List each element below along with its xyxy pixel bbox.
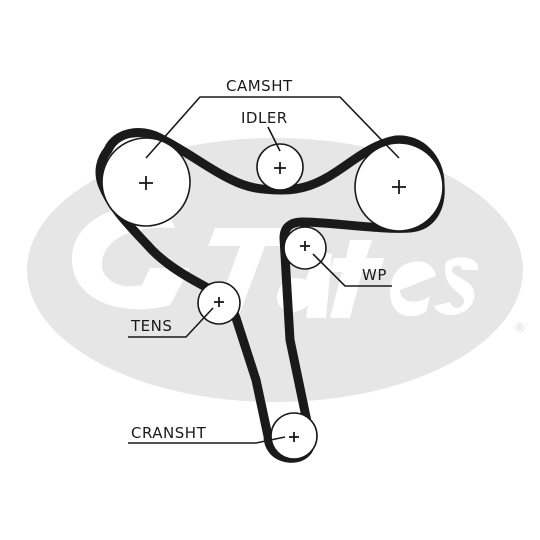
- wp-leader: [312, 253, 392, 287]
- camshaft-label: CAMSHT: [226, 77, 293, 95]
- timing-belt: [95, 128, 445, 463]
- idler-pulley: [256, 143, 304, 191]
- idler-leader: [267, 126, 281, 152]
- registered-mark: ®: [514, 321, 526, 335]
- camshaft-leader: [145, 96, 400, 159]
- idler-label: IDLER: [241, 109, 288, 127]
- crankshaft-pulley: [270, 412, 318, 460]
- tensioner-label: TENS: [130, 317, 172, 335]
- camshaft-pulley-left: [101, 137, 191, 227]
- tens-leader: [128, 307, 214, 338]
- cranshaft-leader: [128, 436, 286, 444]
- water-pump-pulley: [283, 226, 327, 270]
- camshaft-pulley-right: [354, 142, 444, 232]
- water-pump-label: WP: [362, 266, 387, 284]
- crankshaft-label: CRANSHT: [131, 424, 207, 442]
